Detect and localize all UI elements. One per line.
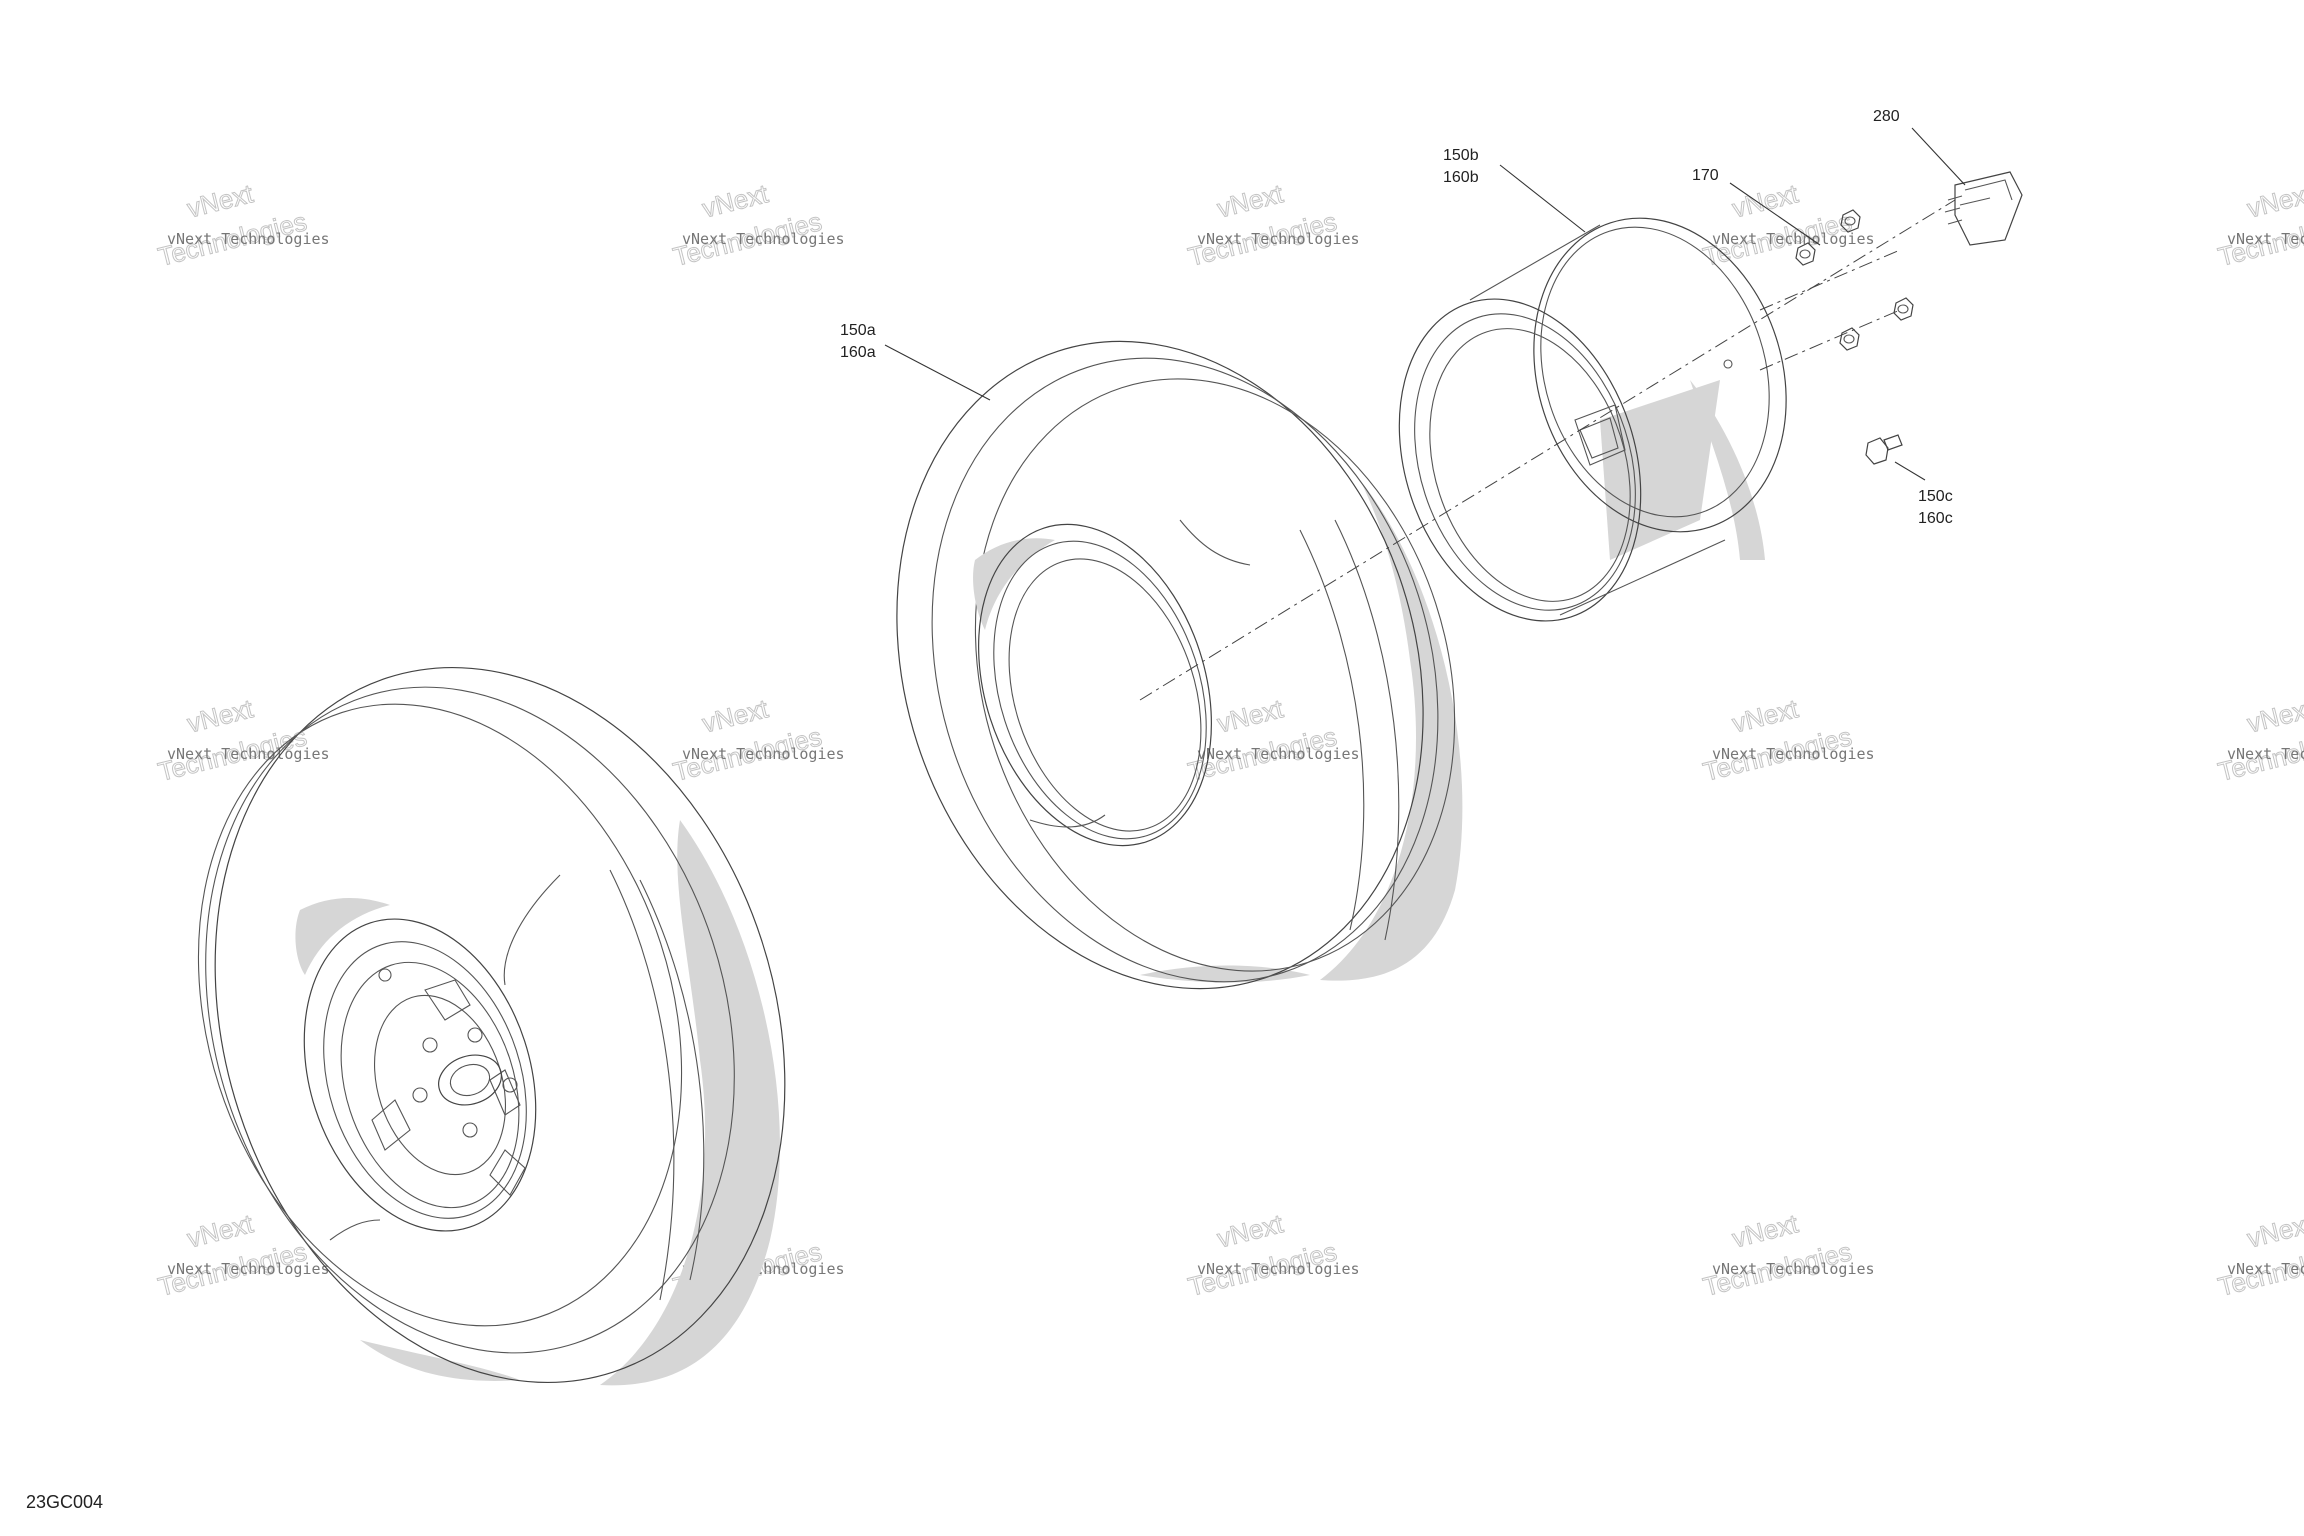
leader-280 [1911,127,1966,186]
watermark-text: vNext Technologies [2227,1260,2304,1278]
assembled-wheel [197,667,786,1386]
valve-stem [1865,434,1903,465]
leader-150c [1894,461,1926,481]
watermark-outline-vnext: vNext [1729,693,1801,738]
callout-150b-line1: 150b [1443,147,1479,164]
leader-150a [884,344,991,401]
watermark-text: vNext Technologies [1712,230,1875,248]
watermark-text: vNext Technologies [2227,230,2304,248]
leader-150b [1499,164,1586,233]
callout-150b-line2: 160b [1443,169,1479,186]
watermark-outline-vnext: vNext [184,1208,256,1253]
watermark-text: vNext Technologies [1712,1260,1875,1278]
watermark-text: vNext Technologies [1197,230,1360,248]
watermark-outline-vnext: vNext [1214,1208,1286,1253]
figure-code: 23GC004 [26,1492,103,1512]
watermark-outline-vnext: vNext [699,693,771,738]
callout-150a-line2: 160a [840,344,876,361]
callout-150a-line1: 150a [840,322,876,339]
watermark-outline-vnext: vNext [2244,1208,2304,1253]
leader-170 [1729,182,1821,246]
watermark-outline-vnext: vNext [699,178,771,223]
exploded-tire [896,340,1463,990]
watermark-outline-vnext: vNext [184,693,256,738]
hub-cap [1944,171,2023,246]
callout-280: 280 [1873,108,1900,125]
lug-nuts [1795,209,1914,351]
watermark-outline-vnext: vNext [1214,693,1286,738]
watermark-text: vNext Technologies [1712,745,1875,763]
watermark-text: vNext Technologies [167,1260,330,1278]
callout-150c-line1: 150c [1918,488,1953,505]
callout-170: 170 [1692,167,1719,184]
exploded-rim [1398,217,1787,622]
watermark-outline-vnext: vNext [184,178,256,223]
watermark-text: vNext Technologies [1197,1260,1360,1278]
watermark-text: vNext Technologies [2227,745,2304,763]
watermark-text: vNext Technologies [167,230,330,248]
watermark-outline-vnext: vNext [1729,1208,1801,1253]
watermark-text: vNext Technologies [682,230,845,248]
watermark-text: vNext Technologies [1197,745,1360,763]
watermark-outline-vnext: vNext [2244,178,2304,223]
watermark-outline-vnext: vNext [2244,693,2304,738]
watermark-outline-vnext: vNext [1214,178,1286,223]
watermark-text: vNext Technologies [167,745,330,763]
stud-axis-line-b [1759,309,1901,371]
watermark-outline-vnext: vNext [1729,178,1801,223]
callout-150c-line2: 160c [1918,510,1953,527]
center-axis-line [1139,199,1956,701]
watermark-text: vNext Technologies [682,745,845,763]
stud-axis-line-a [1759,249,1901,311]
